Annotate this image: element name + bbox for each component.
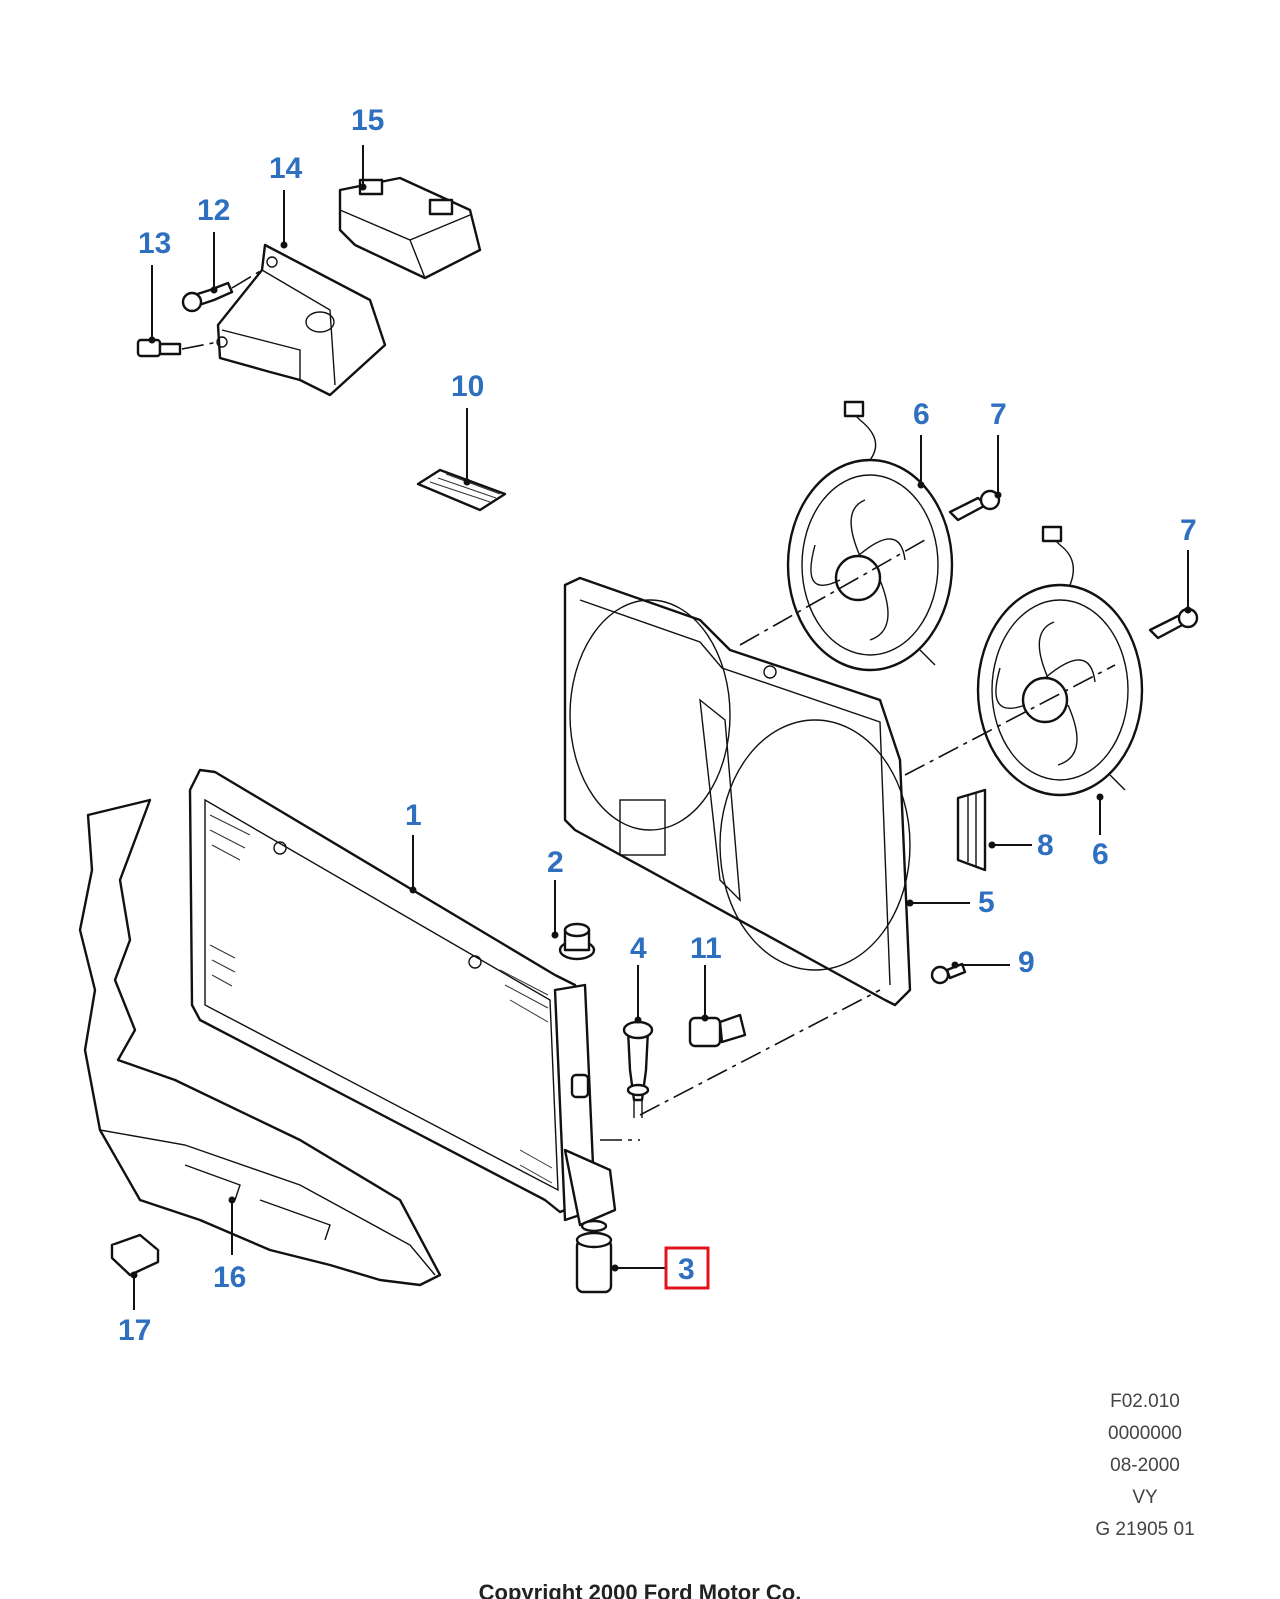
callout-7-lower: 7 bbox=[1180, 514, 1197, 547]
part-16-deflector bbox=[78, 798, 442, 1287]
drawing-ref-line-1: F02.010 bbox=[1110, 1391, 1180, 1412]
part-13-bolt bbox=[136, 338, 219, 358]
callout-numbers: 15 14 12 13 10 6 7 7 1 8 6 2 5 4 11 9 3 … bbox=[118, 104, 1197, 1347]
callout-10: 10 bbox=[451, 370, 484, 403]
part-14-bracket bbox=[216, 243, 387, 397]
part-7-bolt-upper bbox=[948, 489, 1001, 522]
highlight-box-callout-3 bbox=[664, 1246, 710, 1290]
drawing-ref-line-5: G 21905 01 bbox=[1095, 1519, 1195, 1540]
callout-4: 4 bbox=[630, 932, 647, 965]
callout-3: 3 bbox=[678, 1253, 695, 1286]
callout-17: 17 bbox=[118, 1314, 151, 1347]
leader-lines bbox=[130, 145, 1192, 1310]
callout-9: 9 bbox=[1018, 946, 1035, 979]
part-8-seal bbox=[956, 788, 987, 872]
callout-1: 1 bbox=[405, 799, 422, 832]
callout-15: 15 bbox=[351, 104, 384, 137]
drawing-ref-line-4: VY bbox=[1132, 1487, 1158, 1508]
callout-8: 8 bbox=[1037, 829, 1054, 862]
part-1-radiator bbox=[188, 768, 617, 1227]
callout-11: 11 bbox=[690, 932, 722, 965]
part-11-sensor bbox=[688, 1013, 747, 1048]
callout-13: 13 bbox=[138, 227, 171, 260]
drawing-ref-line-3: 08-2000 bbox=[1110, 1455, 1180, 1476]
callout-6-lower: 6 bbox=[1092, 838, 1109, 871]
part-6-fan-lower bbox=[976, 525, 1144, 797]
part-6-fan-upper bbox=[786, 400, 954, 672]
callout-6-upper: 6 bbox=[913, 398, 930, 431]
callout-5: 5 bbox=[978, 886, 995, 919]
part-5-fan-shroud bbox=[563, 576, 912, 1007]
part-7-bolt-lower bbox=[1148, 607, 1199, 640]
part-9-screw bbox=[930, 962, 967, 985]
part-12-bolt bbox=[181, 269, 263, 313]
part-3-mount bbox=[575, 1219, 613, 1294]
copyright-footer: Copyright 2000 Ford Motor Co. bbox=[478, 1580, 802, 1599]
callout-12: 12 bbox=[197, 194, 230, 227]
callout-16: 16 bbox=[213, 1261, 246, 1294]
callout-2: 2 bbox=[547, 846, 564, 879]
drawing-reference-block: F02.010 0000000 08-2000 VY G 21905 01 bbox=[1060, 1386, 1230, 1546]
part-17-clip bbox=[110, 1233, 160, 1277]
part-2-cap bbox=[558, 922, 596, 961]
callout-14: 14 bbox=[269, 152, 303, 185]
part-10-label bbox=[416, 468, 507, 512]
callout-7-upper: 7 bbox=[990, 398, 1007, 431]
part-15-relay-box bbox=[338, 176, 482, 280]
drawing-ref-line-2: 0000000 bbox=[1108, 1423, 1182, 1444]
part-4-stud bbox=[622, 1020, 654, 1118]
